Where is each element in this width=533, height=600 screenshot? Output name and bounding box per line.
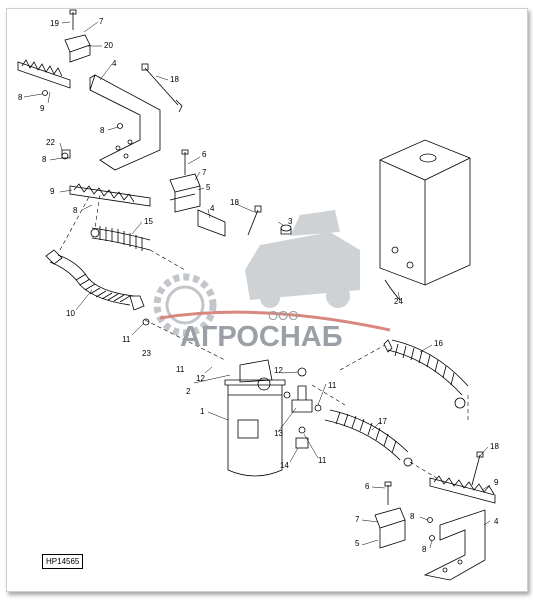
callout-label: 4: [112, 59, 117, 68]
watermark-prefix: ООО: [268, 308, 298, 323]
hose-15: [90, 226, 151, 251]
callout-label: 6: [202, 150, 207, 159]
callout-label: 18: [230, 198, 239, 207]
callout-label: 16: [434, 339, 443, 348]
callout-label: 22: [46, 138, 55, 147]
leader-lines: [23, 21, 491, 549]
callout-label: 3: [288, 217, 293, 226]
lower-bracket: [423, 509, 486, 581]
callout-label: 4: [210, 204, 215, 213]
small-bracket-4: [197, 209, 226, 237]
callout-label: 7: [202, 168, 207, 177]
clamp-block-5: [169, 173, 201, 213]
hose-17: [324, 409, 413, 467]
callout-label: 17: [378, 417, 387, 426]
callout-label: 8: [100, 126, 105, 135]
diagram-code: HP14565: [42, 554, 84, 569]
assembly-lines: [59, 194, 469, 481]
callout-label: 1: [200, 407, 205, 416]
callout-label: 8: [73, 206, 78, 215]
callout-label: 19: [50, 19, 59, 28]
watermark-company-name: АГРОСНАБ: [180, 321, 343, 353]
callout-label: 13: [274, 429, 283, 438]
callout-label: 8: [422, 545, 427, 554]
tee-fitting-13: [283, 367, 322, 449]
callout-label: 9: [40, 104, 45, 113]
callout-label: 8: [410, 512, 415, 521]
callout-label: 14: [280, 461, 289, 470]
hose-16: [383, 339, 469, 409]
callout-label: 9: [494, 478, 499, 487]
callout-label: 10: [66, 309, 75, 318]
bolt-18-middle: [247, 205, 262, 236]
callout-label: 7: [355, 515, 360, 524]
callout-label: 12: [196, 374, 205, 383]
callout-label: 12: [274, 366, 283, 375]
bolt-19: [69, 9, 77, 30]
callout-label: 11: [176, 365, 185, 374]
callout-label: 20: [104, 41, 113, 50]
upper-bracket: [89, 74, 161, 171]
middle-clamp-strip: [69, 183, 151, 207]
callout-labels: 19 7 20 4 18 8 9 8 22 8 6 7 5 9 8 15 4 1…: [18, 17, 499, 554]
callout-label: 11: [328, 381, 337, 390]
callout-label: 2: [186, 387, 191, 396]
callout-label: 23: [142, 349, 151, 358]
callout-label: 8: [18, 93, 23, 102]
callout-label: 6: [365, 482, 370, 491]
callout-label: 8: [42, 155, 47, 164]
callout-label: 4: [494, 517, 499, 526]
callout-label: 7: [99, 17, 104, 26]
callout-label: 5: [206, 183, 211, 192]
lower-clamp-strip: [429, 475, 496, 504]
callout-label: 9: [50, 187, 55, 196]
agrosnab-watermark: [153, 210, 391, 337]
callout-label: 18: [170, 75, 179, 84]
clamp-block-20: [64, 34, 91, 63]
callout-label: 18: [490, 442, 499, 451]
tank-24: [379, 139, 471, 286]
callout-label: 24: [394, 297, 403, 306]
cap-3: [280, 224, 292, 235]
hose-10: [45, 249, 145, 311]
bolt-18-upper: [141, 63, 183, 113]
clamp-block-5-lower: [374, 507, 406, 549]
filter-1: [224, 359, 286, 477]
combine-harvester-icon: [245, 210, 360, 308]
callout-label: 15: [144, 217, 153, 226]
upper-clamp-strip: [17, 59, 71, 89]
callout-label: 11: [318, 456, 327, 465]
callout-label: 5: [355, 539, 360, 548]
callout-label: 11: [122, 335, 131, 344]
gear-icon: [153, 273, 217, 337]
